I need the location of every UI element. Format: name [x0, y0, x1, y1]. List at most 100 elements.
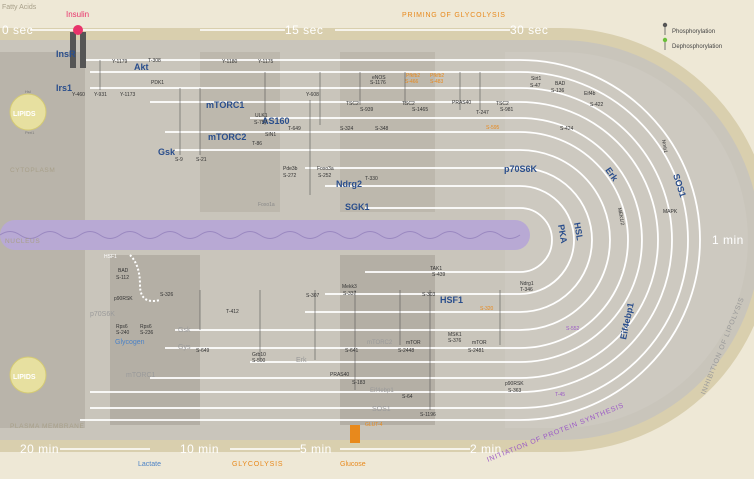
protein-akt: Akt — [134, 62, 149, 72]
lactate-label: Lactate — [138, 461, 161, 468]
protein-mtor-2: mTOR — [472, 340, 487, 346]
residue-s324: S-324 — [340, 126, 354, 132]
time-0-sec: 0 sec — [2, 23, 33, 37]
wire-ring-9 — [325, 185, 575, 295]
residue-s236: S-236 — [140, 330, 154, 336]
residue-s21: S-21 — [196, 157, 207, 163]
dna-strand — [0, 231, 521, 239]
connector-lines — [99, 60, 501, 410]
residue-s320: S-320 — [480, 306, 494, 312]
residue-y460: Y-460 — [72, 92, 85, 98]
dephosphorylation-icon — [662, 37, 668, 50]
protein-pdk1: PDK1 — [151, 80, 164, 86]
hsl-small-label: Hsl — [25, 89, 31, 94]
legend-phosphorylation: Phosphorylation — [672, 29, 715, 35]
protein-grb10: Grb10 — [252, 352, 266, 358]
residue-s981: S-981 — [500, 107, 514, 113]
residue-t45: T-45 — [555, 392, 565, 398]
protein-insr: InsR — [56, 49, 76, 59]
residue-y1180: Y-1180 — [222, 59, 238, 65]
residue-t86: T-86 — [252, 141, 262, 147]
glut4-label: GLUT-4 — [365, 422, 383, 428]
protein-p70s6k-2: p70S6K — [90, 311, 115, 318]
wire-ring-10 — [365, 207, 553, 273]
residue-s47: S-47 — [530, 83, 541, 89]
protein-ulk1: ULK1 — [255, 113, 268, 119]
foxo-nuclear-label: Foxo1a — [258, 202, 275, 208]
residue-s1176: S-1176 — [370, 80, 386, 86]
residue-s326: S-326 — [160, 292, 174, 298]
protein-ndrg2: Ndrg2 — [336, 179, 362, 189]
wire-ring-2 — [90, 71, 689, 409]
protein-hsl: HSL — [572, 222, 585, 242]
residue-s348: S-348 — [375, 126, 389, 132]
wire-ring-5 — [250, 117, 643, 363]
protein-nmb1: Nmb1 — [660, 139, 668, 153]
protein-mek1: MEK1/2 — [616, 207, 625, 226]
protein-mtorc2: mTORC2 — [208, 132, 246, 142]
nucleus-label: NUCLEUS — [5, 238, 40, 245]
protein-hsf1-small: HSF1 — [104, 254, 117, 260]
residue-t330: T-330 — [365, 176, 378, 182]
insulin-label: Insulin — [66, 10, 89, 19]
protein-pfkfb2-b: Pfkfb2 — [430, 73, 444, 79]
glucose-label: Glucose — [340, 461, 366, 468]
protein-mtorc2-b: mTORC2 — [367, 340, 393, 346]
residue-s500: S-500 — [252, 358, 266, 364]
residue-s552: S-552 — [566, 326, 580, 332]
residue-t649: T-649 — [288, 126, 301, 132]
cytoplasm-label: CYTOPLASM — [10, 167, 55, 174]
protein-hsf1: HSF1 — [440, 295, 463, 305]
protein-mekk3: Mekk3 — [342, 284, 357, 290]
time-30-sec: 30 sec — [510, 23, 548, 37]
residue-s183: S-183 — [352, 380, 366, 386]
residue-s363: S-363 — [508, 388, 522, 394]
wire-ring-7 — [175, 149, 611, 331]
nucleus-band — [0, 220, 530, 250]
wire-ring-6 — [165, 131, 629, 349]
lipids-label-bottom: LIPIDS — [13, 374, 36, 381]
protein-as160: AS160 — [262, 116, 290, 126]
lipid-droplet-top — [9, 93, 47, 131]
protein-msk1: MSK1 — [448, 332, 462, 338]
protein-ndrg1: Ndrg1 — [520, 281, 534, 287]
time-10-min: 10 min — [180, 442, 219, 456]
protein-tsc2-c: TSC2 — [496, 101, 509, 107]
protein-gys: Gys — [178, 344, 191, 351]
insulin-receptor-icon — [70, 25, 86, 68]
residue-s439: S-439 — [432, 272, 446, 278]
glycogen-label: Glycogen — [115, 339, 145, 346]
residue-s136: S-136 — [551, 88, 565, 94]
protein-mtorc1-b: mTORC1 — [126, 372, 156, 379]
protein-p90rsk: p90RSK — [505, 381, 524, 387]
lipid-droplet-bottom — [9, 356, 47, 394]
protein-mtor-1: mTOR — [406, 340, 421, 346]
residue-s112: S-112 — [116, 275, 129, 281]
glut4-transporter-icon — [350, 425, 360, 443]
protein-sos1-b: SOS1 — [372, 406, 391, 413]
residue-s307: S-307 — [306, 293, 320, 299]
right-arc-area — [505, 52, 748, 428]
residue-t346: T-346 — [520, 287, 533, 293]
residue-t247: T-247 — [476, 110, 489, 116]
residue-s649: S-649 — [196, 348, 210, 354]
protein-mtorc1: mTORC1 — [206, 100, 244, 110]
time-1-min: 1 min — [712, 233, 744, 247]
residue-s9: S-9 — [175, 157, 183, 163]
residue-y1179: Y-1179 — [112, 59, 128, 65]
protein-bad-2: BAD — [118, 268, 129, 274]
protein-sirt1: Sirt1 — [531, 76, 542, 82]
protein-bad: BAD — [555, 81, 566, 87]
protein-eif4ebp1-b: Eif4ebp1 — [370, 388, 394, 394]
protein-pka: PKA — [556, 224, 569, 245]
residue-y608: Y-608 — [306, 92, 319, 98]
wire-ring-1 — [80, 59, 701, 421]
protein-eif4b: Eif4b — [584, 91, 596, 97]
residue-s466: S-466 — [405, 79, 419, 85]
residue-s303: S-303 — [422, 292, 436, 298]
protein-irs1: Irs1 — [56, 83, 72, 93]
protein-tsc2-a: TSC2 — [346, 101, 359, 107]
glycolysis-label: GLYCOLYSIS — [232, 461, 283, 468]
protein-foxo3a: Foxo3a — [317, 166, 334, 172]
